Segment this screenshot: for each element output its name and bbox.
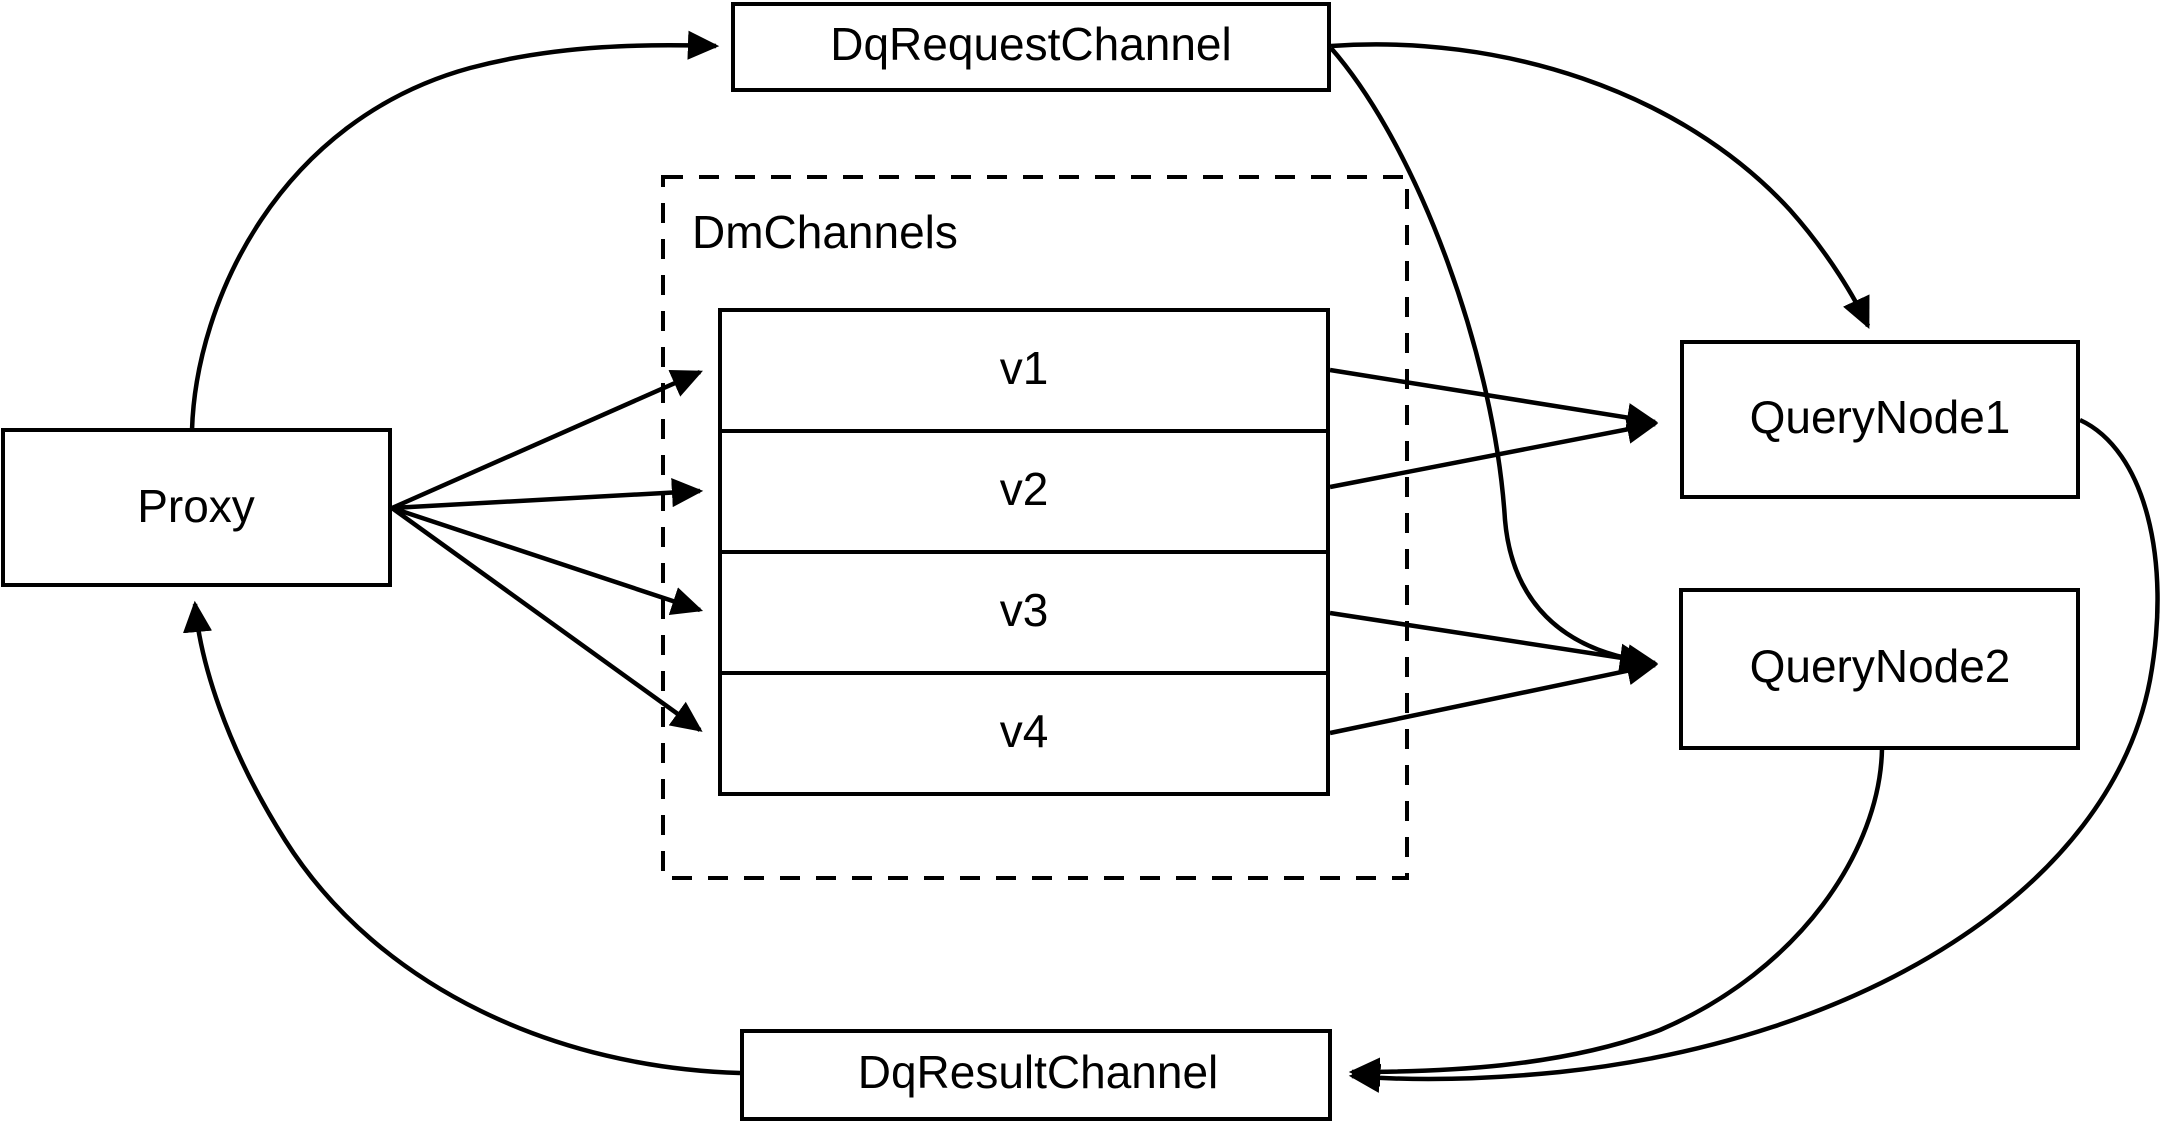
edge-v3-to-querynode2: [1329, 610, 1659, 674]
node-proxy-label: Proxy: [137, 480, 255, 532]
edge-querynode1-to-dqresultchannel: [1348, 417, 2160, 1093]
node-dqrequestchannel-box[interactable]: [731, 2, 1331, 92]
dmchannels-group-box: [661, 175, 1409, 880]
edge-proxy-to-v2: [391, 477, 704, 511]
node-dqresultchannel-label: DqResultChannel: [858, 1046, 1219, 1098]
edge-v4-to-querynode2: [1329, 656, 1659, 736]
edge-proxy-to-dqrequestchannel: [189, 30, 720, 431]
dmchannel-row-v1[interactable]: v1: [1000, 342, 1049, 394]
node-proxy-box[interactable]: [1, 428, 392, 587]
edge-proxy-to-v4: [390, 506, 703, 732]
edge-dqresultchannel-to-proxy: [182, 600, 741, 1076]
node-querynode1-label: QueryNode1: [1750, 391, 2011, 443]
dmchannel-row-v2[interactable]: v2: [1000, 463, 1049, 515]
node-querynode1-box[interactable]: [1680, 340, 2080, 499]
node-dqresultchannel-box[interactable]: [740, 1029, 1332, 1121]
dmchannels-group-label: DmChannels: [692, 206, 958, 258]
node-dqrequestchannel-label: DqRequestChannel: [830, 18, 1232, 70]
edge-proxy-to-v1: [391, 369, 703, 511]
dmchannel-row-v4[interactable]: v4: [1000, 705, 1049, 757]
edge-proxy-to-v3: [391, 505, 704, 616]
dmchannel-row-v3[interactable]: v3: [1000, 584, 1049, 636]
edge-v1-to-querynode1: [1329, 367, 1659, 432]
edge-v2-to-querynode1: [1329, 415, 1659, 490]
node-querynode2-box[interactable]: [1679, 588, 2080, 750]
edge-querynode2-to-dqresultchannel: [1348, 748, 1885, 1087]
node-querynode2-label: QueryNode2: [1750, 640, 2011, 692]
edge-dqrequestchannel-to-querynode2: [1329, 46, 1652, 673]
edge-dqrequestchannel-to-querynode1: [1330, 42, 1871, 329]
